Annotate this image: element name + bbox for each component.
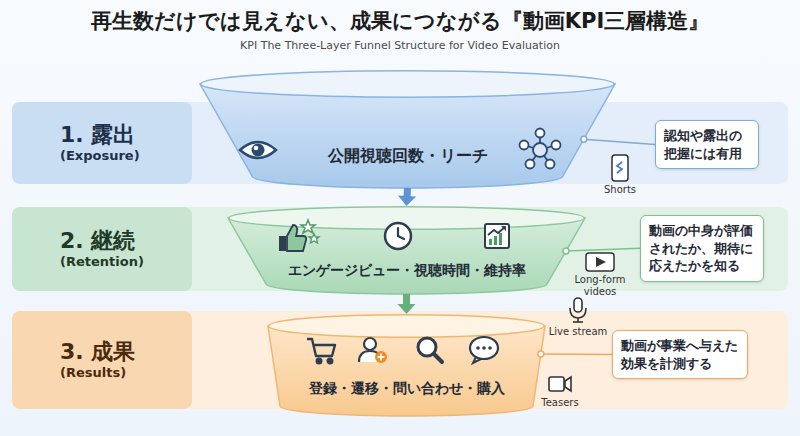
funnel-text: エンゲージビュー・視聴時間・維持率 bbox=[228, 262, 585, 280]
layer-subheading: (Exposure) bbox=[60, 148, 192, 165]
camera-icon bbox=[549, 377, 571, 391]
anchor-dot bbox=[563, 248, 569, 254]
diagram-title: 再生数だけでは見えない、成果につながる『動画KPI三層構造』 bbox=[0, 7, 800, 35]
phone-icon bbox=[617, 162, 622, 173]
flow-arrow bbox=[398, 188, 416, 206]
layer-subheading: (Retention) bbox=[60, 254, 192, 271]
microphone-icon bbox=[574, 298, 582, 312]
anchor-dot bbox=[538, 351, 544, 357]
phone-icon bbox=[612, 155, 628, 181]
funnel-shape bbox=[200, 70, 615, 188]
leader-line bbox=[563, 248, 640, 254]
funnel-layer: 登録・遷移・問い合わせ・購入 bbox=[268, 314, 545, 416]
microphone-icon bbox=[570, 298, 586, 322]
play-icon bbox=[586, 253, 614, 271]
funnel-rim bbox=[269, 315, 545, 338]
callout-text: 動画が事業へ与えた効果を計測する bbox=[621, 337, 739, 372]
connector-line bbox=[584, 139, 655, 144]
layer-label: 2. 継続(Retention) bbox=[12, 207, 192, 291]
microphone-icon bbox=[573, 321, 583, 323]
funnel-rim bbox=[229, 207, 585, 230]
callout-text: 認知や露出の把握には有用 bbox=[664, 127, 750, 162]
layer-heading: 1. 露出 bbox=[60, 121, 192, 149]
microphone-icon bbox=[570, 308, 586, 318]
callout-box: 認知や露出の把握には有用 bbox=[655, 120, 759, 169]
funnel-rim bbox=[201, 71, 615, 98]
arrow-head bbox=[398, 304, 416, 314]
funnel-shape bbox=[268, 314, 545, 416]
media-label: Teasers bbox=[528, 397, 592, 409]
arrow-head bbox=[398, 196, 416, 206]
callout-box: 動画の中身が評価されたか、期待に応えたかを知る bbox=[640, 215, 764, 282]
connector-line bbox=[541, 353, 612, 355]
camera-icon bbox=[565, 377, 571, 391]
layer-subheading: (Results) bbox=[60, 365, 192, 382]
layer-label: 3. 成果(Results) bbox=[12, 311, 192, 409]
funnel-layer: 公開視聴回数・リーチ bbox=[200, 70, 615, 188]
flow-arrow bbox=[398, 294, 416, 314]
phone-icon bbox=[612, 155, 628, 181]
funnel-body bbox=[200, 84, 615, 188]
layer-label: 1. 露出(Exposure) bbox=[12, 102, 192, 184]
anchor-dot bbox=[581, 136, 587, 142]
layer-heading: 3. 成果 bbox=[60, 338, 192, 366]
play-icon bbox=[596, 257, 606, 267]
layer-heading: 2. 継続 bbox=[60, 227, 192, 255]
connector-line bbox=[566, 248, 640, 251]
funnel-text: 公開視聴回数・リーチ bbox=[200, 146, 615, 167]
connector-line bbox=[403, 294, 410, 305]
media-label: Live stream bbox=[540, 326, 616, 338]
camera-icon bbox=[549, 377, 564, 391]
media-label: Long-form videos bbox=[562, 274, 638, 297]
funnel-shape bbox=[228, 206, 585, 294]
funnel-body bbox=[268, 326, 545, 416]
connector-line bbox=[403, 188, 411, 197]
media-label: Shorts bbox=[595, 184, 645, 196]
leader-line bbox=[538, 351, 612, 357]
callout-box: 動画が事業へ与えた効果を計測する bbox=[612, 330, 748, 379]
leader-line bbox=[581, 136, 655, 144]
play-icon bbox=[586, 253, 614, 271]
microphone-icon bbox=[577, 318, 579, 322]
callout-text: 動画の中身が評価されたか、期待に応えたかを知る bbox=[649, 222, 755, 275]
subtitle: KPI The Three-Layer Funnel Structure for… bbox=[0, 40, 800, 53]
funnel-text: 登録・遷移・問い合わせ・購入 bbox=[268, 380, 545, 398]
funnel-layer: エンゲージビュー・視聴時間・維持率 bbox=[228, 206, 585, 294]
